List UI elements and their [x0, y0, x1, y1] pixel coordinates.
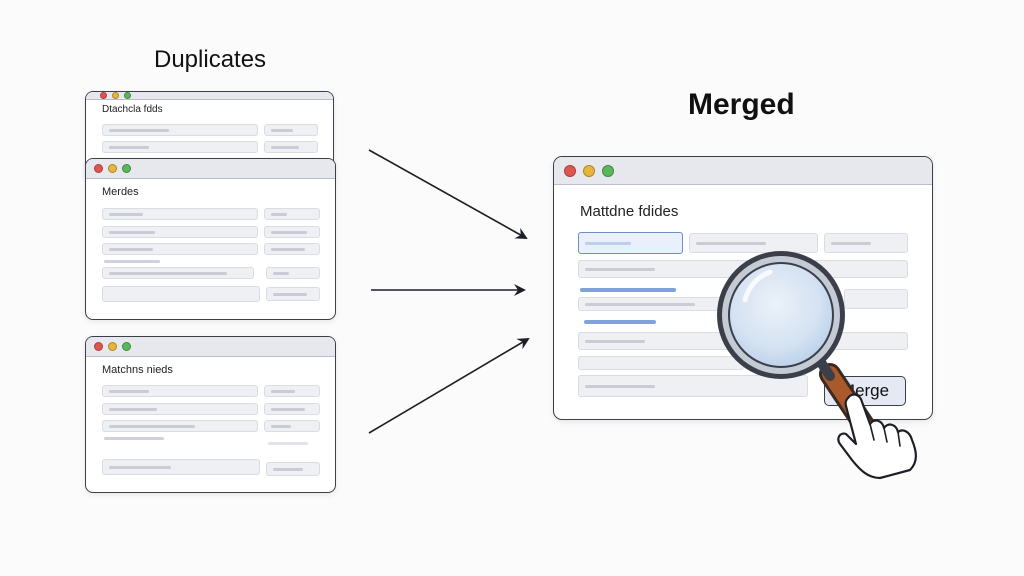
close-dot-icon: [94, 164, 103, 173]
field: [578, 375, 808, 397]
text-line: [268, 442, 308, 445]
hand-pointer-icon: [837, 393, 917, 480]
field: [266, 462, 320, 476]
window-titlebar: [86, 337, 335, 357]
field: [264, 403, 320, 415]
field: [102, 243, 258, 255]
field: [102, 267, 254, 279]
close-dot-icon: [564, 164, 576, 177]
magnifier-icon: [717, 251, 877, 439]
close-dot-icon: [94, 342, 103, 351]
text-line: [104, 260, 160, 263]
window-label: Matchns nieds: [102, 364, 173, 376]
field: [264, 243, 320, 255]
duplicate-window-3: Matchns nieds: [85, 336, 336, 493]
field: [102, 403, 258, 415]
arrow-icon: [368, 337, 530, 434]
window-titlebar: [86, 159, 335, 179]
duplicate-window-2: Merdes: [85, 158, 336, 320]
highlight-line: [580, 288, 676, 292]
field: [102, 385, 258, 397]
minimize-dot-icon: [108, 164, 117, 173]
minimize-dot-icon: [583, 164, 595, 177]
field: [266, 287, 320, 301]
field: [824, 233, 908, 253]
highlight-line: [584, 320, 656, 324]
duplicates-heading: Duplicates: [154, 46, 267, 73]
maximize-dot-icon: [122, 342, 131, 351]
field: [844, 289, 908, 309]
text-line: [104, 437, 164, 440]
field: [102, 459, 260, 475]
field: [264, 420, 320, 432]
field: [102, 124, 258, 136]
window-label: Mattdne fdides: [580, 203, 679, 220]
minimize-dot-icon: [112, 92, 119, 99]
window-titlebar: [86, 92, 333, 100]
matched-field: [578, 232, 683, 254]
window-label: Merdes: [102, 186, 139, 198]
field: [266, 267, 320, 279]
field: [689, 233, 818, 253]
arrow-icon: [368, 149, 528, 239]
maximize-dot-icon: [602, 164, 614, 177]
window-label: Dtachcla fdds: [102, 104, 163, 115]
maximize-dot-icon: [124, 92, 131, 99]
field: [102, 286, 260, 302]
field: [264, 226, 320, 238]
field: [102, 226, 258, 238]
field: [102, 208, 258, 220]
field: [102, 141, 258, 153]
field: [264, 385, 320, 397]
close-dot-icon: [100, 92, 107, 99]
minimize-dot-icon: [108, 342, 117, 351]
field: [264, 141, 318, 153]
window-titlebar: [554, 157, 932, 185]
field: [264, 208, 320, 220]
merged-heading: Merged: [688, 88, 795, 121]
field: [264, 124, 318, 136]
maximize-dot-icon: [122, 164, 131, 173]
field: [102, 420, 258, 432]
